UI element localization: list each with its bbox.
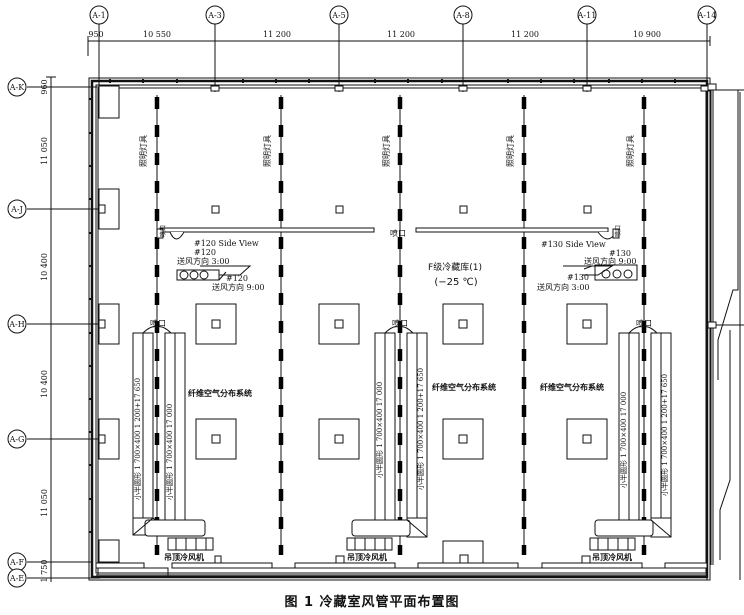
axis-label-a1: A-1 (91, 11, 106, 20)
axis-label-aj: A-J (10, 205, 23, 214)
dim-row-5: 1 750 (40, 560, 49, 583)
nozzle-arcs (142, 326, 658, 334)
nozzle-label-3: 喷口 (636, 318, 652, 328)
left-tag-a: #120 (194, 248, 216, 257)
fabric-system-label-1: 纤维空气分布系统 (188, 388, 252, 398)
ceiling-unit-label-1: 吊顶冷风机 (164, 552, 204, 562)
outer-walls (88, 77, 711, 581)
left-dimension-line (46, 76, 56, 582)
left-direction-a: 送风方向 3:00 (177, 256, 230, 266)
horizontal-ducts (156, 227, 620, 240)
lighting-label-5: 照明灯具 (625, 135, 635, 167)
dim-col-3: 11 200 (387, 30, 415, 39)
row-axis-lines (27, 86, 100, 579)
axis-label-ag: A-G (9, 435, 25, 444)
dim-col-0: 950 (88, 30, 103, 39)
nozzle-label-top: 喷口 (390, 228, 406, 238)
fabric-system-label-3: 纤维空气分布系统 (540, 382, 604, 392)
dim-row-2: 10 400 (40, 253, 49, 281)
duct-transitions (132, 517, 672, 551)
axis-label-a8: A-8 (455, 11, 470, 20)
axis-label-a3: A-3 (207, 11, 222, 20)
fabric-system-label-2: 纤维空气分布系统 (432, 382, 496, 392)
duct-spec-1b: 小半圆形 1 700×400 17 000 (165, 404, 174, 500)
nozzle-label-2: 喷口 (392, 318, 408, 328)
dim-col-4: 11 200 (511, 30, 539, 39)
nozzle-label-1: 喷口 (150, 318, 166, 328)
lighting-label-4: 照明灯具 (505, 135, 515, 167)
ceiling-unit-label-2: 吊顶冷风机 (347, 552, 387, 562)
axis-label-a14: A-14 (697, 11, 717, 20)
lighting-label-3: 照明灯具 (381, 135, 391, 167)
column-axis-lines (98, 24, 708, 580)
lighting-label-2: 照明灯具 (262, 135, 272, 167)
left-side-view-title: #120 Side View (194, 239, 259, 248)
axis-label-ah: A-H (8, 320, 24, 329)
duct-spec-3a: 小半圆形 1 700×400 17 000 (619, 392, 628, 488)
dim-col-1: 10 550 (143, 30, 171, 39)
left-tag-b: #120 (226, 274, 248, 283)
right-side-view-diagram (563, 264, 638, 281)
duct-spec-2b: 小半圆形 1 700×400 1 200+17 650 (416, 368, 425, 490)
axis-label-a11: A-11 (577, 11, 597, 20)
room-temperature: (−25 ℃) (434, 277, 477, 288)
duct-spec-2a: 小半圆形 1 700×400 17 000 (375, 382, 384, 478)
dim-row-0: 960 (40, 79, 49, 94)
lighting-label-1: 照明灯具 (138, 135, 148, 167)
left-direction-b: 送风方向 9:00 (212, 282, 265, 292)
axis-label-ae: A-E (9, 574, 24, 583)
axis-label-af: A-F (9, 558, 24, 567)
dim-row-3: 10 400 (40, 370, 49, 398)
row-axis-bubbles (7, 77, 27, 588)
dim-row-1: 11 050 (40, 137, 49, 165)
ceiling-fixtures (195, 205, 608, 460)
right-annex (707, 83, 744, 580)
nozzle-label-right-end: 喷口 (614, 225, 622, 237)
room-name: F级冷藏库(1) (428, 261, 482, 273)
lighting-lines (154, 95, 647, 555)
top-dimension-line (87, 36, 711, 56)
left-side-view-diagram (176, 265, 252, 281)
right-tag-b: #130 (567, 273, 589, 282)
dim-row-4: 11 050 (40, 489, 49, 517)
figure-caption: 图 1 冷藏室风管平面布置图 (284, 595, 460, 610)
vertical-fabric-ducts (132, 332, 672, 529)
right-tag-a: #130 (609, 249, 631, 258)
left-wall-columns (98, 85, 120, 563)
ceiling-unit-label-3: 吊顶冷风机 (592, 552, 632, 562)
bottom-wall-units (95, 540, 708, 569)
axis-label-ak: A-K (9, 83, 25, 92)
nozzle-label-left-end: 喷口 (159, 225, 167, 237)
duct-spec-3b: 小半圆形 1 700×400 1 200+17 650 (660, 374, 669, 496)
duct-spec-1a: 小半圆形 1 700×400 1 200+17 650 (133, 378, 142, 500)
column-axis-bubbles (89, 5, 717, 25)
dim-col-5: 10 900 (633, 30, 661, 39)
right-direction-b: 送风方向 3:00 (537, 282, 590, 292)
axis-label-a5: A-5 (331, 11, 346, 20)
dim-col-2: 11 200 (263, 30, 291, 39)
right-direction-a: 送风方向 9:00 (584, 256, 637, 266)
right-side-view-title: #130 Side View (541, 240, 606, 249)
